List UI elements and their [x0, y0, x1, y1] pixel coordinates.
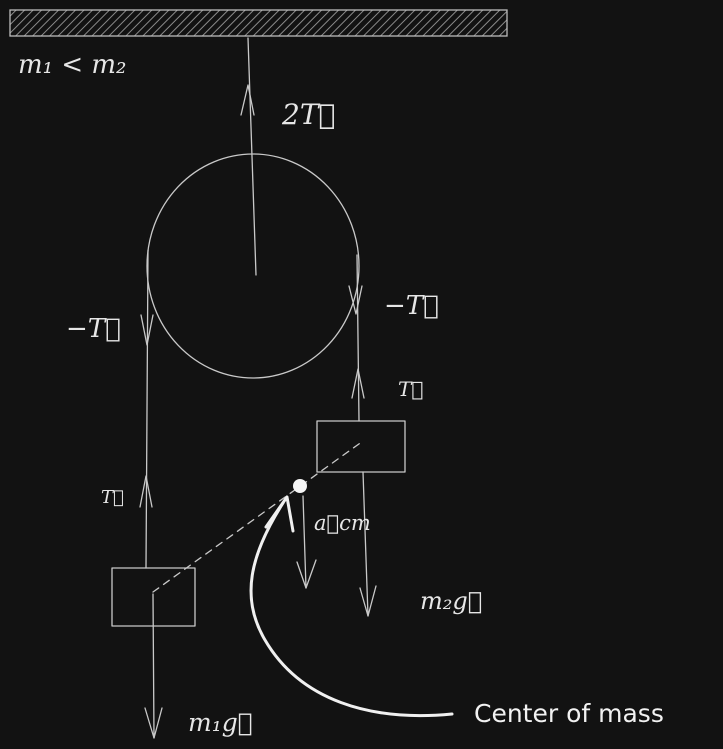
right-block [316, 420, 406, 473]
ceiling-support [9, 9, 508, 37]
right-rope [356, 254, 360, 422]
left-weight-label: m₁g⃗ [188, 708, 253, 737]
pulley-wheel [146, 153, 360, 379]
right-tension-down-arrow [348, 285, 363, 315]
right-tension-down-label: −T⃗ [384, 291, 439, 321]
right-weight-arrow-head [359, 585, 377, 617]
left-rope [145, 249, 149, 569]
left-tension-down-arrow [140, 314, 154, 346]
center-line-dashed [152, 440, 364, 593]
left-weight-vector [152, 593, 155, 739]
support-rope [247, 37, 257, 276]
acceleration-label: a⃗cm [314, 511, 371, 535]
right-weight-vector [362, 471, 369, 617]
right-tension-up-arrow [351, 368, 365, 399]
right-tension-up-label: T⃗ [398, 377, 423, 401]
center-of-mass-label: Center of mass [474, 699, 664, 728]
annotation-arrow-head [264, 495, 295, 533]
acceleration-arrow-head [296, 559, 317, 589]
mass-relation-label: m₁ < m₂ [18, 50, 126, 80]
acceleration-vector [302, 495, 307, 589]
left-tension-up-arrow [139, 475, 153, 508]
left-tension-down-label: −T⃗ [66, 314, 121, 344]
center-of-mass-dot [293, 479, 307, 493]
support-arrow-head [240, 84, 255, 116]
annotation-arrow-curve [249, 501, 454, 718]
left-weight-arrow-head [144, 707, 163, 739]
left-tension-up-label: T⃗ [101, 487, 124, 508]
support-tension-label: 2T⃗ [281, 98, 335, 131]
right-weight-label: m₂g⃗ [420, 587, 482, 615]
